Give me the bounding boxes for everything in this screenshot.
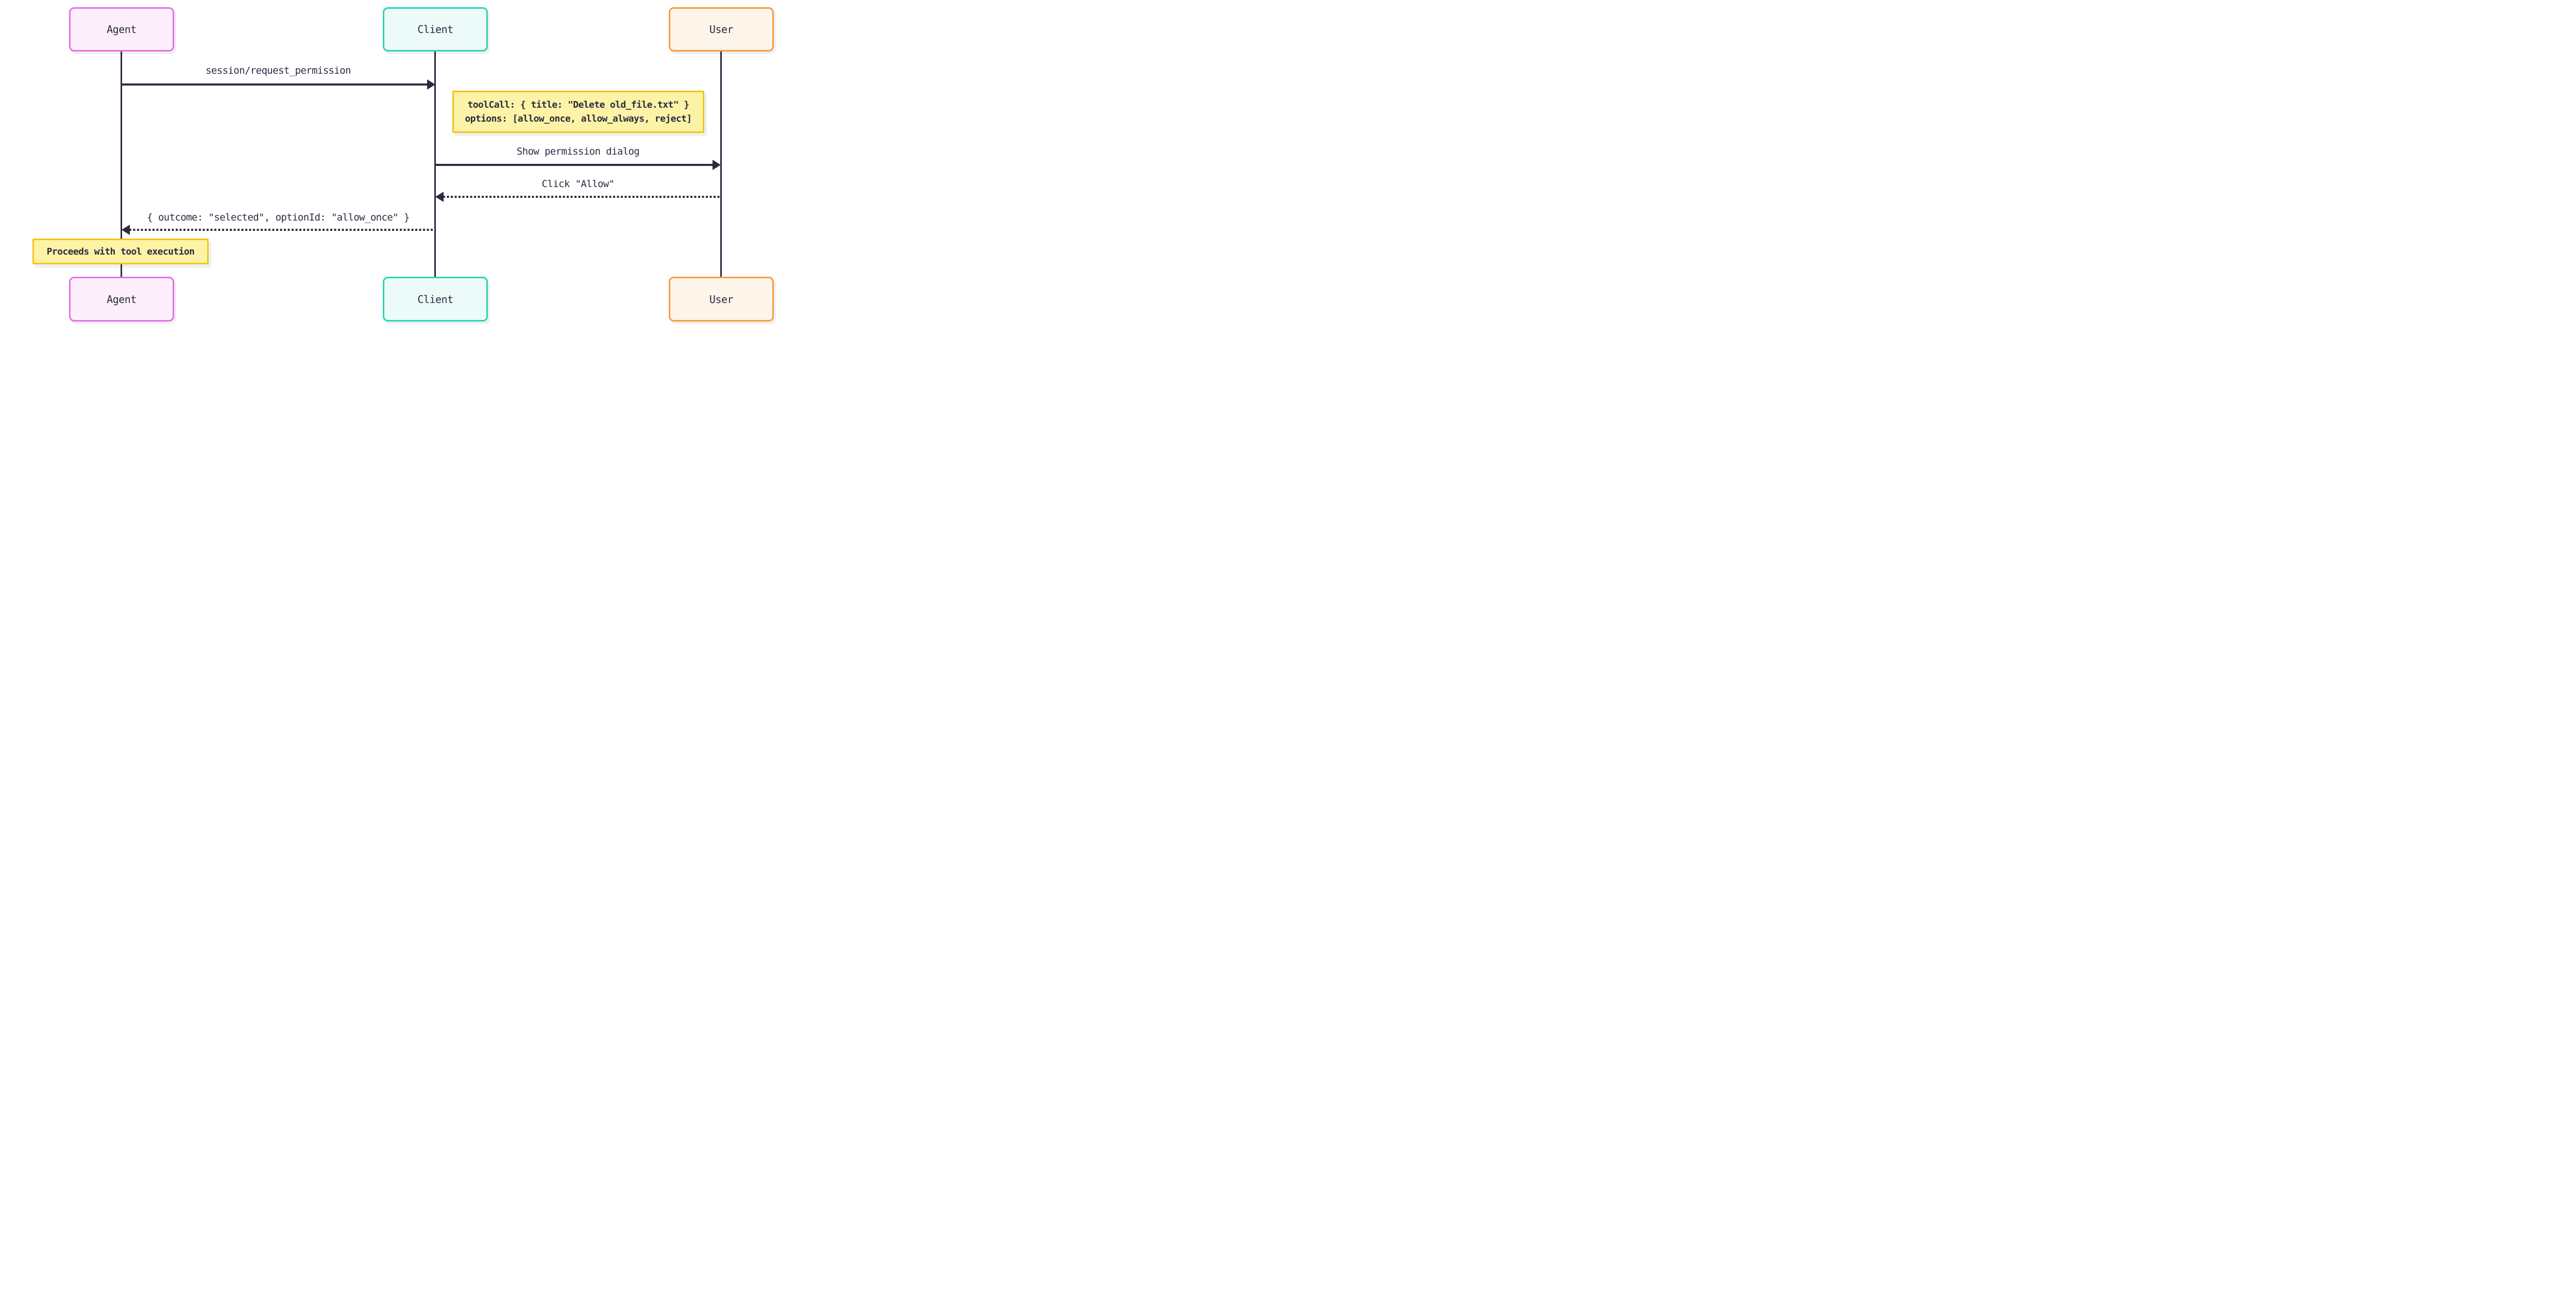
note-line: Proceeds with tool execution [46,246,195,257]
lifeline-user [720,50,722,278]
actor-label-user: User [709,23,734,36]
actor-box-user-bottom: User [669,277,774,322]
actor-label-client: Client [417,293,453,306]
note-line: toolCall: { title: "Delete old_file.txt"… [467,99,690,110]
message-line-outcome [129,229,435,231]
actor-box-user-top: User [669,7,774,52]
arrowhead-right-icon [427,79,435,90]
lifeline-agent [121,50,122,278]
actor-label-agent: Agent [107,293,137,306]
note-toolcall-options: toolCall: { title: "Delete old_file.txt"… [452,91,704,133]
actor-label-user: User [709,293,734,306]
actor-box-client-top: Client [383,7,488,52]
actor-box-agent-bottom: Agent [69,277,174,322]
actor-box-agent-top: Agent [69,7,174,52]
message-line-request-permission [122,83,428,86]
message-line-show-dialog [435,164,714,166]
sequence-diagram: Agent Client User session/request_permis… [0,0,808,351]
note-line: options: [allow_once, allow_always, reje… [465,113,692,124]
actor-label-agent: Agent [107,23,137,36]
message-line-click-allow [443,196,721,198]
arrowhead-left-icon [122,225,130,235]
note-proceeds-execution: Proceeds with tool execution [32,239,209,264]
actor-label-client: Client [417,23,453,36]
message-label-outcome: { outcome: "selected", optionId: "allow_… [147,212,410,223]
message-label-click-allow: Click "Allow" [541,178,615,190]
arrowhead-right-icon [713,160,721,170]
actor-box-client-bottom: Client [383,277,488,322]
message-label-show-dialog: Show permission dialog [516,146,640,157]
arrowhead-left-icon [435,192,444,202]
lifeline-client [434,50,436,278]
message-label-request-permission: session/request_permission [206,65,351,76]
